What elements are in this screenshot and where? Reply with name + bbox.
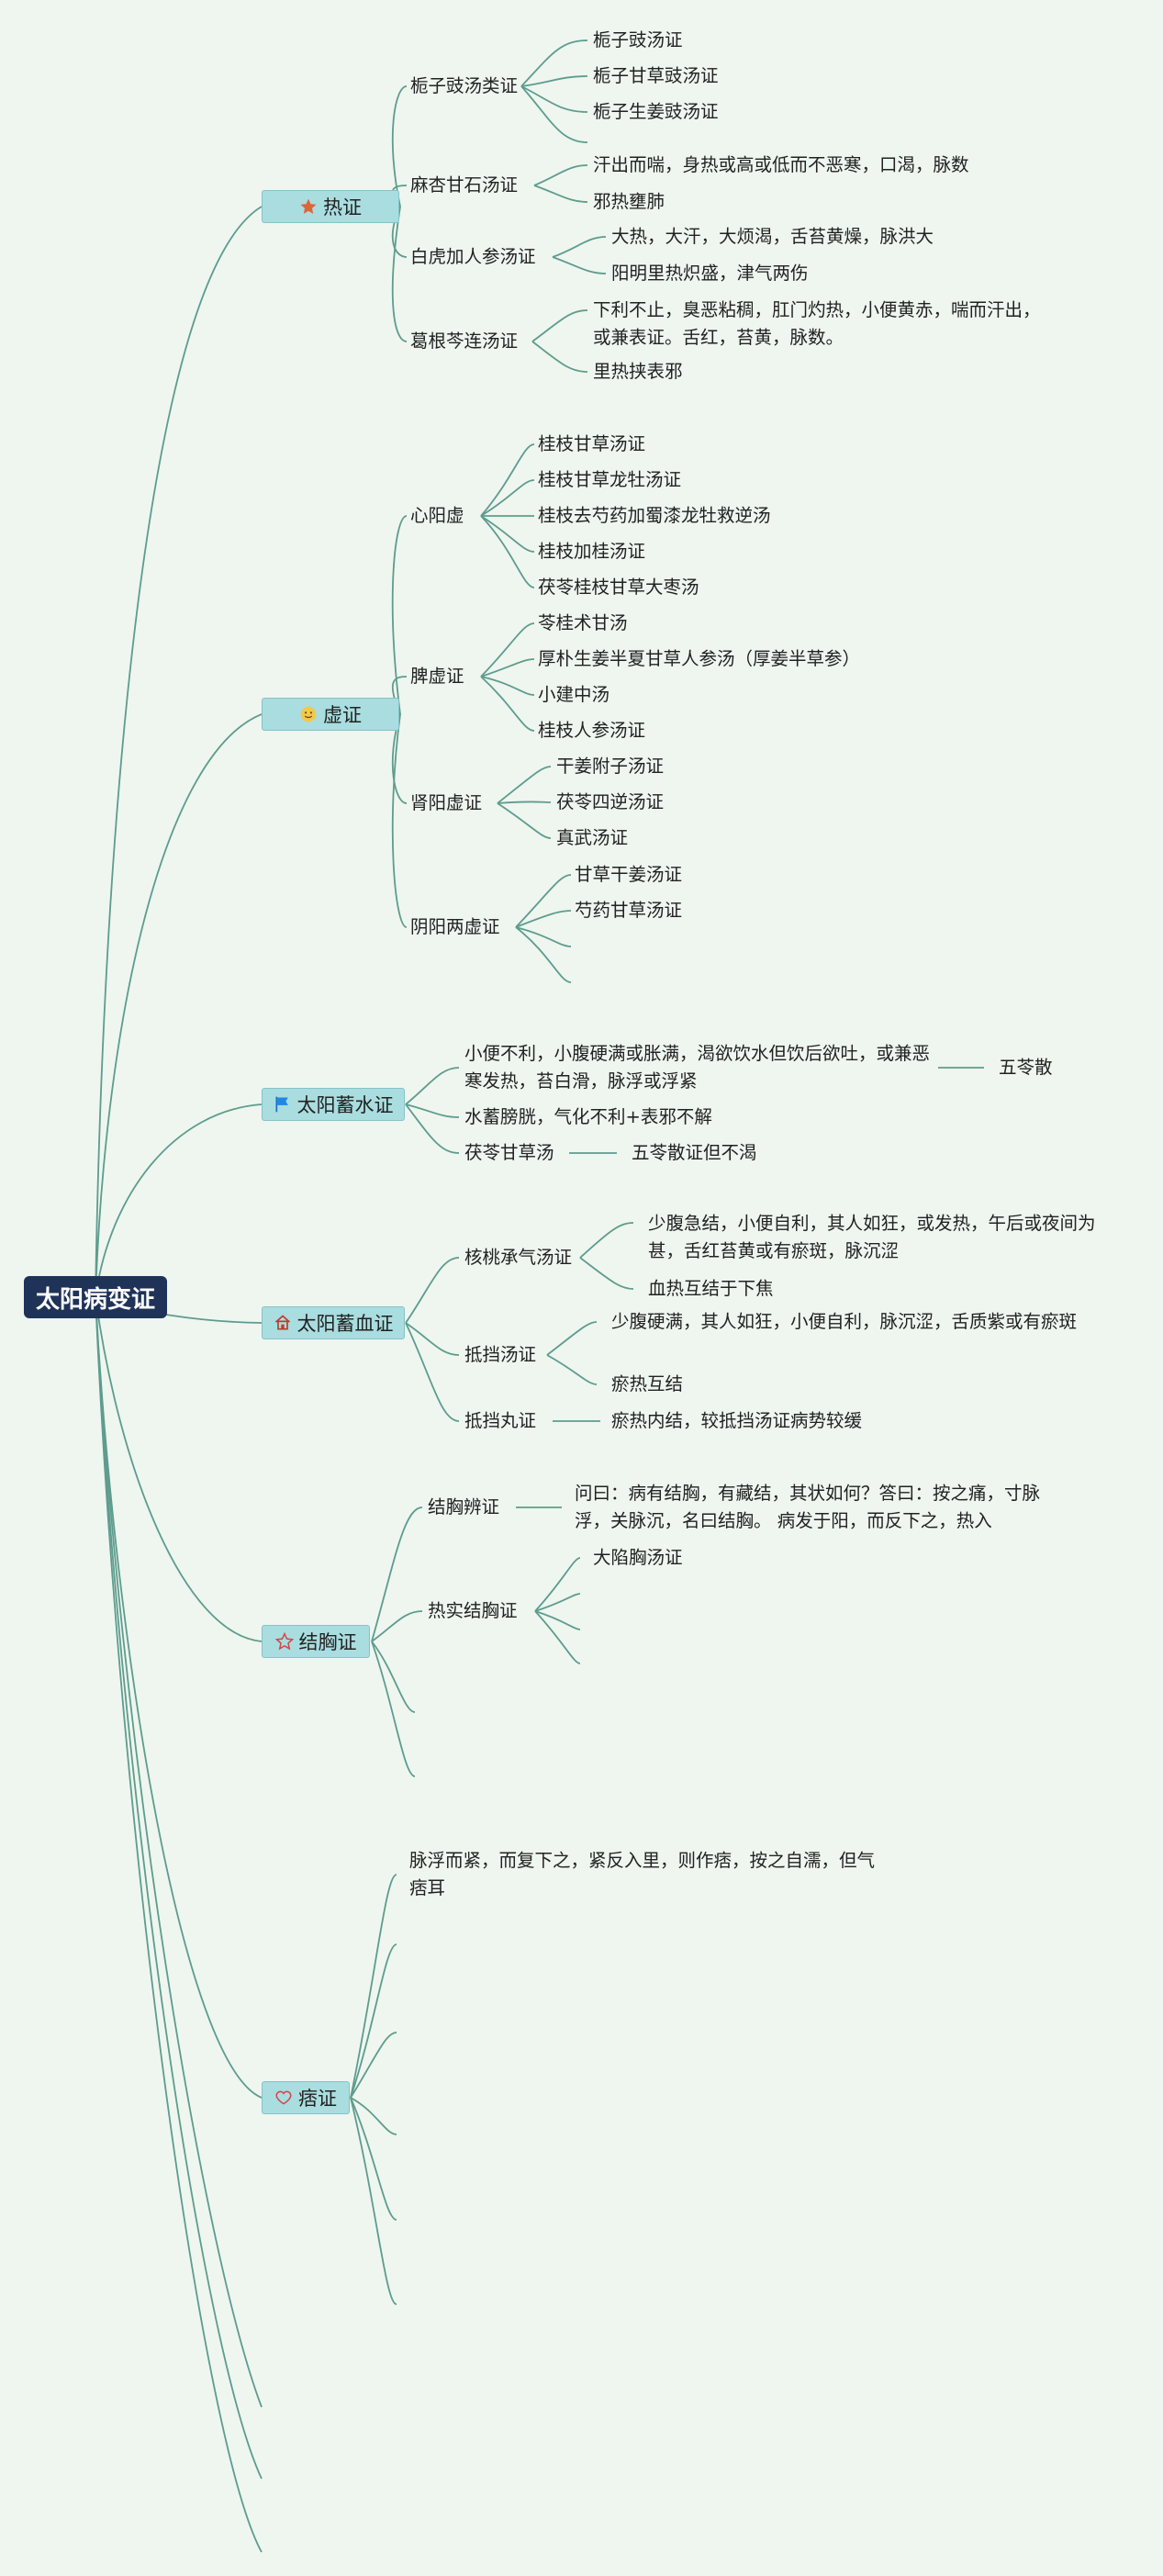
house-icon (274, 1314, 292, 1332)
leaf-node[interactable]: 芍药甘草汤证 (575, 900, 683, 921)
leaf-node[interactable]: 大热，大汗，大烦渴，舌苔黄燥，脉洪大 (611, 226, 934, 247)
root-node[interactable]: 太阳病变证 (24, 1276, 167, 1318)
leaf-node[interactable]: 少腹硬满，其人如狂，小便自利，脉沉涩，舌质紫或有瘀斑 (611, 1311, 1078, 1332)
category-label: 热证 (323, 196, 362, 218)
leaf-node[interactable]: 少腹急结，小便自利，其人如狂，或发热，午后或夜间为甚，舌红苔黄或有瘀斑，脉沉涩 (648, 1213, 1096, 1261)
leaf-node[interactable]: 茯苓桂枝甘草大枣汤 (538, 577, 699, 598)
node-xushui-desc[interactable]: 小便不利，小腹硬满或胀满，渴欲饮水但饮后欲吐，或兼恶寒发热，苔白滑，脉浮或浮紧 (464, 1043, 931, 1092)
leaf-node[interactable]: 茯苓四逆汤证 (556, 791, 665, 812)
category-pi[interactable]: 痞证 (262, 2081, 350, 2114)
category-xu[interactable]: 虚证 (262, 698, 399, 731)
leaf-node[interactable]: 瘀热内结，较抵挡汤证病势较缓 (611, 1410, 863, 1431)
leaf-node[interactable]: 栀子甘草豉汤证 (593, 65, 719, 86)
category-jiexiong[interactable]: 结胸证 (262, 1625, 370, 1658)
leaf-node[interactable]: 瘀热互结 (611, 1373, 684, 1394)
leaf-node[interactable]: 阳明里热炽盛，津气两伤 (611, 263, 809, 284)
leaf-node[interactable]: 桂枝去芍药加蜀漆龙牡救逆汤 (538, 505, 771, 526)
leaf-node[interactable]: 真武汤证 (556, 827, 629, 848)
leaf-node[interactable]: 桂枝甘草龙牡汤证 (538, 469, 682, 490)
leaf-node[interactable]: 五苓散 (999, 1057, 1053, 1078)
node-gegen[interactable]: 葛根芩连汤证 (410, 330, 519, 352)
leaf-node[interactable]: 问曰：病有结胸，有藏结，其状如何？答曰：按之痛，寸脉浮，关脉沉，名曰结胸。 病发… (575, 1483, 1041, 1531)
node-didang[interactable]: 抵挡汤证 (464, 1344, 537, 1365)
star-outline-icon (274, 1632, 294, 1651)
leaf-node[interactable]: 甘草干姜汤证 (575, 864, 683, 885)
leaf-node[interactable]: 下利不止，臭恶粘稠，肛门灼热，小便黄赤，喘而汗出，或兼表证。舌红，苔黄，脉数。 (593, 299, 1041, 348)
node-maxing[interactable]: 麻杏甘石汤证 (410, 174, 519, 196)
flag-icon (274, 1095, 292, 1114)
category-label: 结胸证 (298, 1631, 357, 1653)
leaf-node[interactable]: 桂枝加桂汤证 (538, 541, 646, 562)
category-label: 太阳蓄水证 (296, 1094, 394, 1116)
category-label: 痞证 (298, 2088, 337, 2110)
node-jiexiong-bian[interactable]: 结胸辨证 (428, 1496, 500, 1518)
star-filled-icon (299, 197, 318, 216)
node-pixu[interactable]: 脾虚证 (410, 666, 464, 687)
node-shenyang[interactable]: 肾阳虚证 (410, 792, 483, 813)
category-label: 虚证 (323, 704, 362, 726)
node-fuling[interactable]: 茯苓甘草汤 (464, 1142, 554, 1163)
leaf-node[interactable]: 桂枝人参汤证 (538, 720, 646, 741)
node-yinyang[interactable]: 阴阳两虚证 (410, 916, 500, 937)
leaf-node[interactable]: 桂枝甘草汤证 (538, 433, 646, 454)
leaf-node[interactable]: 血热互结于下焦 (648, 1278, 774, 1299)
node-didangwan[interactable]: 抵挡丸证 (464, 1410, 537, 1431)
leaf-node[interactable]: 栀子生姜豉汤证 (593, 101, 719, 122)
node-zhizi[interactable]: 栀子豉汤类证 (410, 75, 519, 96)
emoji-face-icon (299, 705, 318, 723)
leaf-node[interactable]: 里热挟表邪 (593, 361, 683, 382)
leaf-node[interactable]: 干姜附子汤证 (556, 756, 665, 777)
node-baihu[interactable]: 白虎加人参汤证 (410, 246, 536, 267)
leaf-node[interactable]: 五苓散证但不渴 (632, 1142, 757, 1163)
category-re[interactable]: 热证 (262, 190, 399, 223)
node-taoren[interactable]: 核桃承气汤证 (464, 1247, 573, 1268)
node-pi-desc[interactable]: 脉浮而紧，而复下之，紧反入里，则作痞，按之自濡，但气痞耳 (409, 1850, 876, 1898)
node-xushui-mech[interactable]: 水蓄膀胱，气化不利+表邪不解 (464, 1106, 712, 1127)
category-xuxue[interactable]: 太阳蓄血证 (262, 1306, 405, 1339)
leaf-node[interactable]: 邪热壅肺 (593, 191, 665, 212)
leaf-node[interactable]: 大陷胸汤证 (593, 1547, 683, 1568)
category-xushui[interactable]: 太阳蓄水证 (262, 1088, 405, 1121)
leaf-node[interactable]: 苓桂术甘汤 (538, 612, 628, 633)
node-xinyang[interactable]: 心阳虚 (410, 505, 464, 526)
leaf-node[interactable]: 汗出而喘，身热或高或低而不恶寒，口渴，脉数 (593, 154, 969, 175)
leaf-node[interactable]: 厚朴生姜半夏甘草人参汤（厚姜半草参） (538, 648, 861, 669)
heart-outline-icon (274, 2089, 293, 2107)
leaf-node[interactable]: 栀子豉汤证 (593, 29, 683, 50)
node-jiexiong-reshi[interactable]: 热实结胸证 (428, 1600, 518, 1621)
leaf-node[interactable]: 小建中汤 (538, 684, 610, 705)
category-label: 太阳蓄血证 (296, 1313, 394, 1335)
